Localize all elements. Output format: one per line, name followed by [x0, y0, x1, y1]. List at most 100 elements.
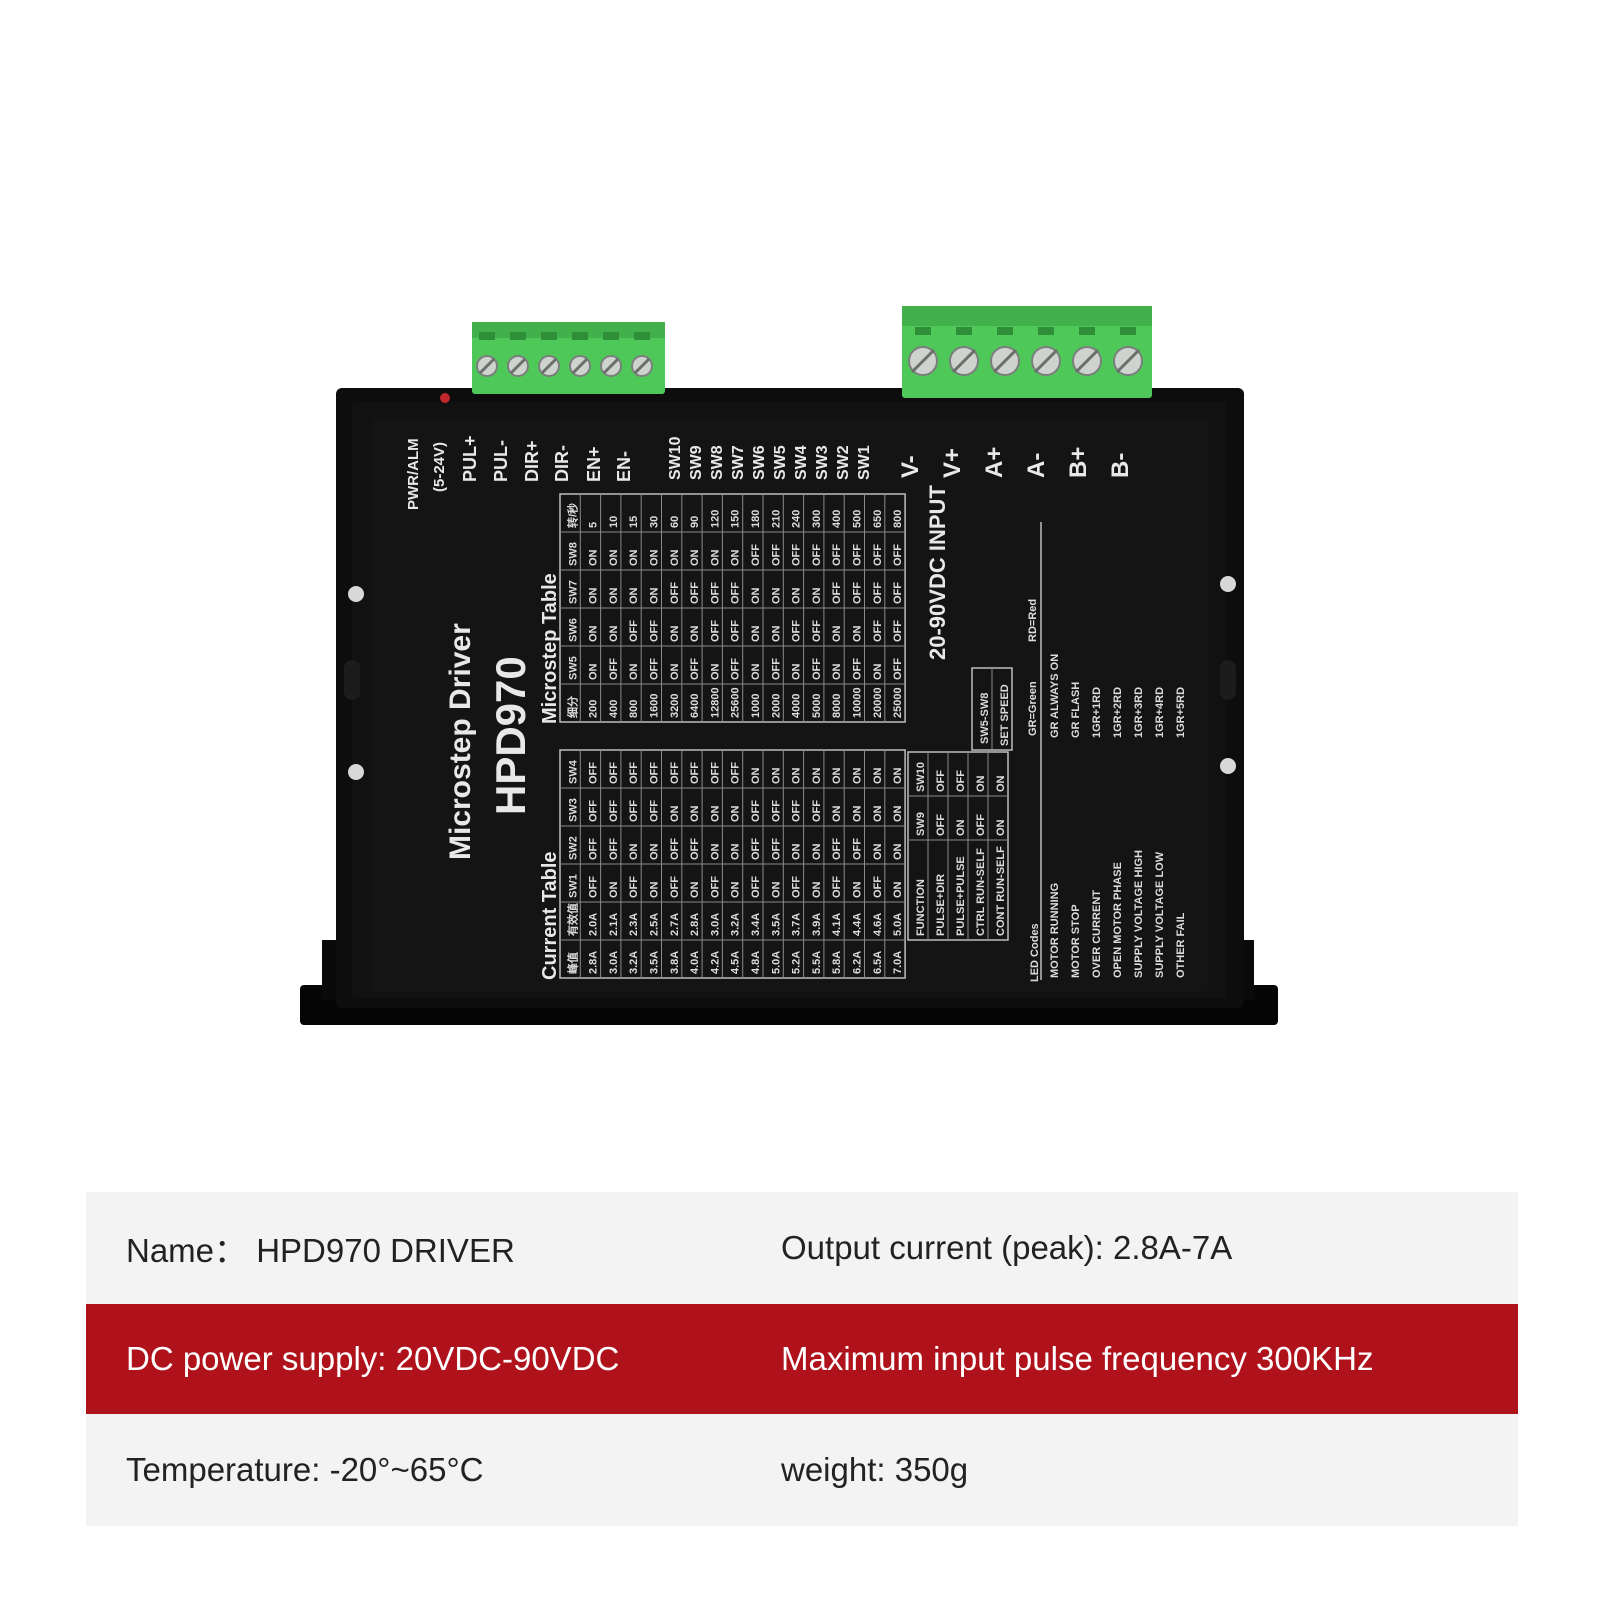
- table-cell: 400: [608, 700, 620, 718]
- table-cell: ON: [872, 805, 884, 822]
- screw-slot: [992, 348, 1018, 374]
- table-cell: OFF: [628, 620, 640, 642]
- table-cell: OFF: [811, 800, 823, 822]
- table-cell: 90: [689, 516, 701, 528]
- table-cell: OFF: [588, 838, 600, 860]
- spec-table: Name： HPD970 DRIVER Output current (peak…: [86, 1192, 1518, 1526]
- terminal-slot: [915, 327, 931, 335]
- table-cell: 2000: [770, 694, 782, 718]
- table-cell: 650: [872, 510, 884, 528]
- table-cell: 180: [750, 510, 762, 528]
- table-cell: ON: [689, 625, 701, 642]
- table-cell: ON: [628, 587, 640, 604]
- table-header-cell: 峰值: [565, 952, 579, 974]
- table-cell: 5000: [811, 694, 823, 718]
- table-cell: OFF: [709, 620, 721, 642]
- table-cell: 3.9A: [811, 913, 823, 936]
- table-cell: 7.0A: [892, 951, 904, 974]
- led-code: 1GR+2RD: [1112, 687, 1124, 738]
- table-cell: ON: [852, 881, 864, 898]
- table-cell: ON: [811, 881, 823, 898]
- switch-label: SW1: [856, 445, 873, 480]
- table-cell: 3.7A: [791, 913, 803, 936]
- table-cell: 150: [730, 510, 742, 528]
- table-header-cell: SW9: [915, 812, 927, 836]
- table-cell: OFF: [852, 582, 864, 604]
- table-cell: ON: [872, 663, 884, 680]
- table-cell: ON: [811, 587, 823, 604]
- led-code: GR ALWAYS ON: [1049, 654, 1061, 738]
- table-cell: ON: [791, 663, 803, 680]
- table-cell: OFF: [872, 620, 884, 642]
- spec-weight: weight: 350g: [781, 1451, 969, 1488]
- table-cell: OFF: [811, 658, 823, 680]
- table-cell: OFF: [831, 582, 843, 604]
- led-code: 1GR+5RD: [1175, 687, 1187, 738]
- table-cell: ON: [608, 549, 620, 566]
- switch-label: SW5: [772, 445, 789, 480]
- table-cell: ON: [608, 625, 620, 642]
- table-cell: 300: [811, 510, 823, 528]
- led-legend: GR=Green: [1027, 681, 1039, 736]
- table-cell: 3.8A: [669, 951, 681, 974]
- switch-label: SW3: [814, 445, 831, 480]
- table-cell: OFF: [628, 800, 640, 822]
- table-cell: OFF: [770, 800, 782, 822]
- table-cell: OFF: [892, 544, 904, 566]
- terminal-label: PUL-: [491, 440, 511, 482]
- table-cell: OFF: [770, 838, 782, 860]
- table-cell: OFF: [831, 544, 843, 566]
- table-cell: OFF: [831, 838, 843, 860]
- terminal-slot: [997, 327, 1013, 335]
- table-cell: OFF: [608, 800, 620, 822]
- spec-power-supply: DC power supply: 20VDC-90VDC: [126, 1340, 620, 1377]
- table-cell: OFF: [935, 770, 947, 792]
- table-cell: ON: [628, 663, 640, 680]
- table-cell: OFF: [709, 582, 721, 604]
- spec-output-current: Output current (peak): 2.8A-7A: [781, 1229, 1233, 1266]
- table-cell: OFF: [608, 838, 620, 860]
- table-cell: OFF: [750, 838, 762, 860]
- screw-slot: [951, 348, 977, 374]
- table-cell: ON: [709, 549, 721, 566]
- screw-slot: [910, 348, 936, 374]
- table-cell: ON: [770, 587, 782, 604]
- table-header-cell: SW7: [567, 580, 579, 604]
- table-cell: ON: [831, 767, 843, 784]
- table-cell: ON: [975, 775, 987, 792]
- table-cell: OFF: [872, 876, 884, 898]
- screw-slot: [509, 357, 527, 375]
- table-title: Microstep Table: [539, 573, 561, 724]
- device-title: Microstep Driver: [444, 623, 477, 860]
- led-condition: SUPPLY VOLTAGE HIGH: [1133, 850, 1145, 978]
- table-cell: ON: [770, 625, 782, 642]
- table-cell: OFF: [689, 762, 701, 784]
- table-cell: OFF: [669, 838, 681, 860]
- table-cell: 4.6A: [872, 913, 884, 936]
- table-cell: OFF: [588, 800, 600, 822]
- table-cell: ON: [709, 843, 721, 860]
- table-cell: ON: [588, 625, 600, 642]
- table-cell: OFF: [852, 544, 864, 566]
- spec-row: DC power supply: 20VDC-90VDC Maximum inp…: [86, 1304, 1518, 1414]
- table-header-cell: 转/秒: [565, 503, 579, 528]
- control-terminal-block: [472, 322, 665, 394]
- table-cell: ON: [955, 819, 967, 836]
- table-cell: OFF: [872, 582, 884, 604]
- table-cell: 2.7A: [669, 913, 681, 936]
- table-cell: OFF: [669, 876, 681, 898]
- terminal-slot: [603, 332, 619, 340]
- table-cell: ON: [750, 767, 762, 784]
- table-cell: CONT RUN-SELF: [995, 846, 1007, 936]
- table-cell: OFF: [649, 800, 661, 822]
- table-header-cell: SW8: [567, 542, 579, 566]
- table-header-cell: SW4: [567, 759, 579, 784]
- table-cell: OFF: [588, 876, 600, 898]
- table-cell: 2.0A: [588, 913, 600, 936]
- table-cell: OFF: [669, 582, 681, 604]
- led-condition: OPEN MOTOR PHASE: [1112, 862, 1124, 978]
- table-cell: OFF: [628, 876, 640, 898]
- table-cell: ON: [892, 843, 904, 860]
- table-cell: ON: [770, 881, 782, 898]
